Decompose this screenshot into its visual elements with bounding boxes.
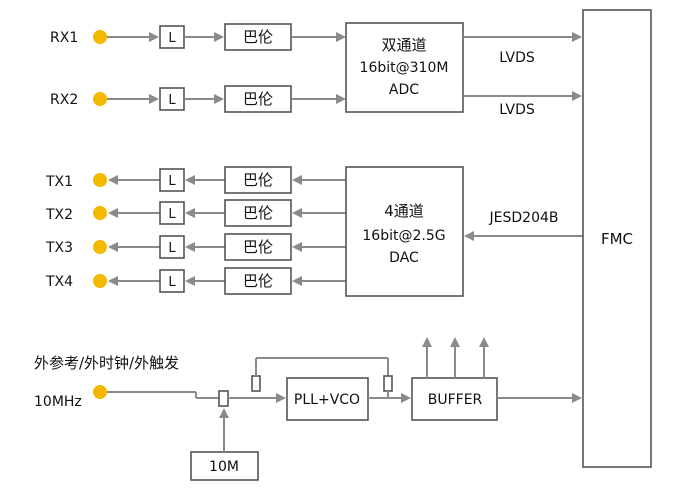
ref-label: 外参考/外时钟/外触发 <box>34 354 179 372</box>
rx1-inductor-label: L <box>168 31 176 46</box>
pll-label: PLL+VCO <box>294 392 360 408</box>
rx2-inductor-label: L <box>168 93 176 108</box>
rx1-balun-label: 巴伦 <box>243 28 273 46</box>
rx2-balun <box>224 85 292 113</box>
adc-line1: 双通道 <box>381 36 426 54</box>
tx1-label: TX1 <box>45 174 73 190</box>
dac-block <box>345 166 464 297</box>
tx4-balun-label: 巴伦 <box>243 272 273 290</box>
osc-block <box>190 451 259 481</box>
dac-line1: 4通道 <box>384 202 424 220</box>
lvds2-label: LVDS <box>499 102 535 118</box>
rx2-label: RX2 <box>50 92 78 108</box>
tx2-balun <box>224 199 292 227</box>
dac-line2: 16bit@2.5G <box>362 228 445 244</box>
fmc-label: FMC <box>601 230 633 248</box>
rx2-balun-label: 巴伦 <box>243 90 273 108</box>
dac-line3: DAC <box>389 250 419 266</box>
rx1-port-icon <box>93 30 107 44</box>
tx2-balun-label: 巴伦 <box>243 204 273 222</box>
tx4-port-icon <box>93 274 107 288</box>
tx2-inductor <box>159 201 185 225</box>
tx3-balun-label: 巴伦 <box>243 238 273 256</box>
tx1-port-icon <box>93 173 107 187</box>
bypass-switch-left <box>251 375 261 392</box>
tx4-inductor-label: L <box>168 275 176 290</box>
tx2-inductor-label: L <box>168 207 176 222</box>
tx3-inductor-label: L <box>168 241 176 256</box>
tx1-balun <box>224 166 292 194</box>
tx3-port-icon <box>93 240 107 254</box>
rx2-port-icon <box>93 92 107 106</box>
rx1-label: RX1 <box>50 30 78 46</box>
jesd-label: JESD204B <box>489 210 559 226</box>
adc-line2: 16bit@310M <box>360 60 449 76</box>
tx3-balun <box>224 233 292 261</box>
tx3-label: TX3 <box>45 240 73 256</box>
ref-freq-label: 10MHz <box>34 394 82 410</box>
buffer-label: BUFFER <box>428 392 483 408</box>
tx4-balun <box>224 267 292 295</box>
fmc-block <box>582 9 652 468</box>
adc-block <box>345 22 464 113</box>
tx1-inductor <box>159 168 185 192</box>
tx3-inductor <box>159 235 185 259</box>
ref-port-icon <box>93 385 107 399</box>
tx4-label: TX4 <box>45 274 73 290</box>
bypass-switch-right <box>383 375 393 392</box>
tx1-inductor-label: L <box>168 174 176 189</box>
tx2-port-icon <box>93 206 107 220</box>
tx4-inductor <box>159 269 185 293</box>
clock-switch <box>218 390 229 407</box>
adc-line3: ADC <box>389 82 419 98</box>
tx1-balun-label: 巴伦 <box>243 171 273 189</box>
osc-label: 10M <box>209 459 239 475</box>
tx2-label: TX2 <box>45 207 73 223</box>
lvds1-label: LVDS <box>499 50 535 66</box>
